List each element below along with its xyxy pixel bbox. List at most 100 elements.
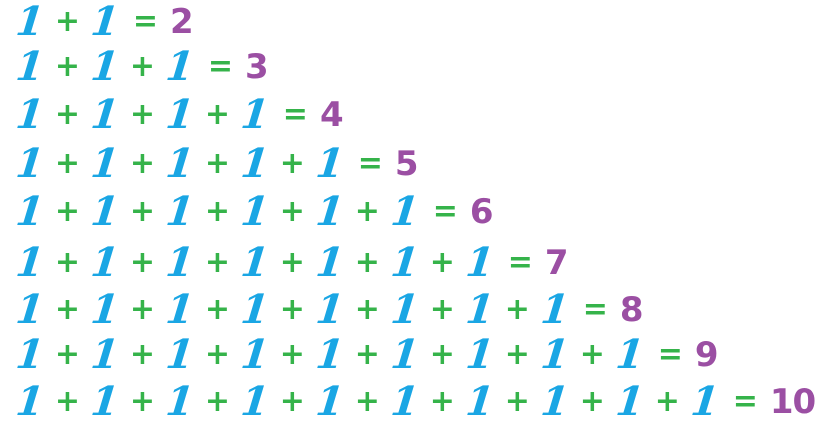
plus-sign: +: [504, 384, 530, 419]
digit-one: 1: [463, 239, 497, 286]
digit-one: 1: [313, 188, 347, 235]
plus-sign: +: [204, 97, 230, 132]
plus-sign: +: [279, 194, 305, 229]
digit-one: 1: [88, 331, 122, 378]
equation-row: 1+1+1+1=4: [13, 91, 344, 138]
digit-one: 1: [313, 140, 347, 187]
equals-sign: =: [432, 194, 458, 229]
plus-sign: +: [579, 337, 605, 372]
sum-result: 9: [694, 335, 719, 375]
plus-sign: +: [129, 292, 155, 327]
plus-sign: +: [54, 245, 80, 280]
sum-result: 5: [394, 144, 419, 184]
plus-sign: +: [129, 245, 155, 280]
plus-sign: +: [129, 146, 155, 181]
plus-sign: +: [429, 337, 455, 372]
digit-one: 1: [88, 378, 122, 425]
digit-one: 1: [388, 331, 422, 378]
digit-one: 1: [13, 91, 47, 138]
digit-one: 1: [538, 331, 572, 378]
digit-one: 1: [463, 286, 497, 333]
digit-one: 1: [238, 331, 272, 378]
plus-sign: +: [54, 384, 80, 419]
digit-one: 1: [238, 378, 272, 425]
plus-sign: +: [279, 292, 305, 327]
plus-sign: +: [504, 337, 530, 372]
equals-sign: =: [207, 49, 233, 84]
plus-sign: +: [54, 292, 80, 327]
plus-sign: +: [354, 292, 380, 327]
sum-result: 7: [544, 243, 569, 283]
equation-row: 1+1+1+1+1+1+1=7: [13, 239, 569, 286]
equals-sign: =: [507, 245, 533, 280]
digit-one: 1: [88, 286, 122, 333]
plus-sign: +: [504, 292, 530, 327]
digit-one: 1: [163, 188, 197, 235]
plus-sign: +: [129, 384, 155, 419]
equals-sign: =: [657, 337, 683, 372]
digit-one: 1: [88, 140, 122, 187]
digit-one: 1: [238, 140, 272, 187]
digit-one: 1: [88, 43, 122, 90]
plus-sign: +: [279, 384, 305, 419]
plus-sign: +: [54, 337, 80, 372]
digit-one: 1: [163, 331, 197, 378]
digit-one: 1: [163, 43, 197, 90]
digit-one: 1: [313, 286, 347, 333]
plus-sign: +: [54, 4, 80, 39]
equation-row: 1+1+1+1+1+1+1+1+1=9: [13, 331, 719, 378]
plus-sign: +: [129, 49, 155, 84]
plus-sign: +: [354, 194, 380, 229]
plus-sign: +: [354, 245, 380, 280]
digit-one: 1: [463, 331, 497, 378]
plus-sign: +: [354, 337, 380, 372]
plus-sign: +: [279, 245, 305, 280]
digit-one: 1: [238, 286, 272, 333]
digit-one: 1: [613, 378, 647, 425]
digit-one: 1: [163, 140, 197, 187]
sum-result: 10: [769, 382, 816, 422]
equation-row: 1+1=2: [13, 0, 194, 45]
sum-result: 2: [169, 2, 194, 42]
digit-one: 1: [13, 286, 47, 333]
digit-one: 1: [13, 331, 47, 378]
digit-one: 1: [388, 378, 422, 425]
digit-one: 1: [388, 286, 422, 333]
plus-sign: +: [54, 97, 80, 132]
digit-one: 1: [538, 378, 572, 425]
plus-sign: +: [129, 97, 155, 132]
digit-one: 1: [163, 378, 197, 425]
equation-row: 1+1+1+1+1=5: [14, 140, 419, 187]
plus-sign: +: [54, 146, 80, 181]
plus-sign: +: [204, 337, 230, 372]
equals-sign: =: [582, 292, 608, 327]
digit-one: 1: [388, 188, 422, 235]
plus-sign: +: [204, 384, 230, 419]
digit-one: 1: [463, 378, 497, 425]
digit-one: 1: [313, 378, 347, 425]
digit-one: 1: [238, 239, 272, 286]
equation-row: 1+1+1+1+1+1=6: [14, 188, 494, 235]
plus-sign: +: [204, 292, 230, 327]
equation-row: 1+1+1+1+1+1+1+1+1+1=10: [14, 378, 816, 425]
digit-one: 1: [313, 239, 347, 286]
plus-sign: +: [654, 384, 680, 419]
digit-one: 1: [13, 0, 47, 45]
digit-one: 1: [13, 239, 47, 286]
equation-row: 1+1+1+1+1+1+1+1=8: [13, 286, 644, 333]
digit-one: 1: [688, 378, 722, 425]
digit-one: 1: [613, 331, 647, 378]
plus-sign: +: [279, 146, 305, 181]
digit-one: 1: [88, 91, 122, 138]
digit-one: 1: [88, 239, 122, 286]
equals-sign: =: [282, 97, 308, 132]
plus-sign: +: [129, 337, 155, 372]
plus-sign: +: [579, 384, 605, 419]
digit-one: 1: [88, 0, 122, 45]
equals-sign: =: [357, 146, 383, 181]
sum-result: 6: [469, 192, 494, 232]
digit-one: 1: [313, 331, 347, 378]
equals-sign: =: [732, 384, 758, 419]
digit-one: 1: [388, 239, 422, 286]
